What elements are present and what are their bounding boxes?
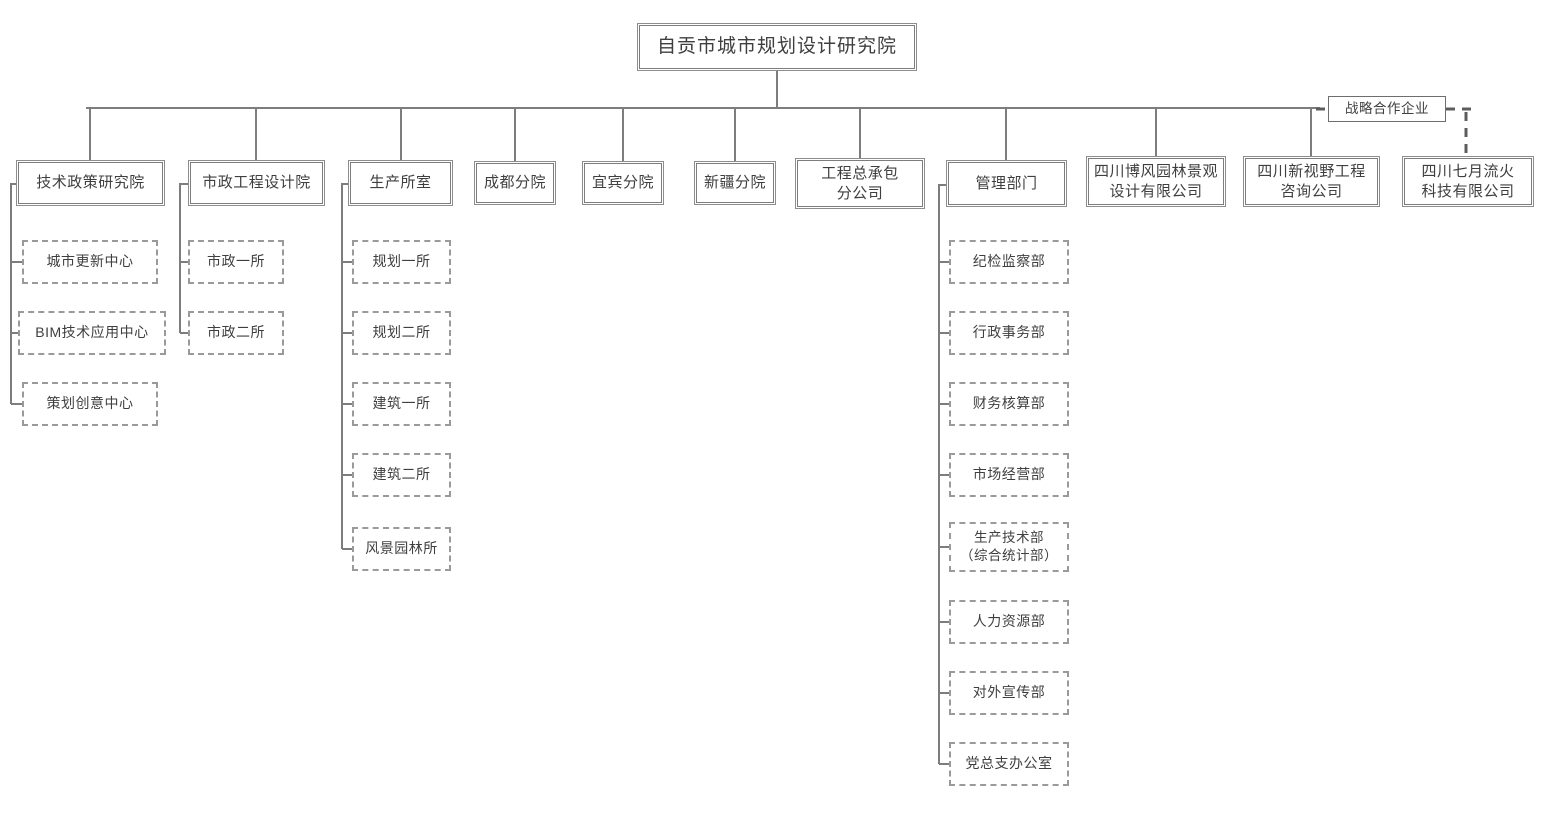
- level2-node-label: 行政事务部: [972, 324, 1046, 341]
- level1-node-label: 四川新视野工程 咨询公司: [1257, 163, 1366, 200]
- level1-node-chengdu[interactable]: 成都分院: [476, 163, 554, 203]
- level2-node-management-5[interactable]: 人力资源部: [949, 600, 1069, 644]
- level2-node-label: 规划一所: [372, 253, 431, 270]
- strategic-partner-label[interactable]: 战略合作企业: [1328, 96, 1446, 122]
- strategic-partner-label-text: 战略合作企业: [1345, 101, 1429, 117]
- level2-node-label: 风景园林所: [365, 540, 438, 557]
- level1-node-label: 技术政策研究院: [36, 174, 145, 192]
- level1-node-label: 工程总承包 分公司: [821, 165, 899, 202]
- level1-node-label: 宜宾分院: [591, 174, 654, 192]
- level1-node-epc[interactable]: 工程总承包 分公司: [797, 160, 923, 207]
- level1-node-label: 四川博风园林景观 设计有限公司: [1093, 163, 1218, 200]
- level2-node-label: 建筑一所: [372, 395, 431, 412]
- level1-node-bofeng[interactable]: 四川博风园林景观 设计有限公司: [1088, 158, 1224, 205]
- root-node-label: 自贡市城市规划设计研究院: [656, 35, 897, 57]
- spine-tech-policy: [10, 183, 18, 404]
- level2-node-label: 城市更新中心: [46, 253, 134, 270]
- level1-node-tech-policy[interactable]: 技术政策研究院: [18, 162, 163, 204]
- level2-node-label: 策划创意中心: [46, 395, 134, 412]
- level2-node-management-1[interactable]: 行政事务部: [949, 311, 1069, 355]
- level1-node-qiyueliuhuo[interactable]: 四川七月流火 科技有限公司: [1404, 158, 1532, 205]
- level2-node-management-4[interactable]: 生产技术部 （综合统计部）: [949, 522, 1069, 572]
- spine-production: [341, 183, 350, 549]
- level2-node-production-2[interactable]: 建筑一所: [352, 382, 451, 426]
- level2-node-tech-policy-1[interactable]: BIM技术应用中心: [18, 311, 166, 355]
- level1-node-label: 成都分院: [483, 174, 546, 192]
- level1-node-label: 管理部门: [975, 174, 1038, 192]
- level2-node-label: 市政二所: [207, 324, 265, 341]
- level2-node-tech-policy-0[interactable]: 城市更新中心: [22, 240, 158, 284]
- level1-node-municipal[interactable]: 市政工程设计院: [190, 162, 323, 204]
- level2-node-municipal-1[interactable]: 市政二所: [188, 311, 284, 355]
- level2-node-management-3[interactable]: 市场经营部: [949, 453, 1069, 497]
- level2-node-label: 市场经营部: [972, 466, 1046, 483]
- level1-node-yibin[interactable]: 宜宾分院: [584, 163, 662, 203]
- level2-node-label: 纪检监察部: [972, 253, 1046, 270]
- spine-management: [938, 184, 948, 764]
- level2-node-production-1[interactable]: 规划二所: [352, 311, 451, 355]
- level2-node-label: 市政一所: [207, 253, 265, 270]
- level1-node-label: 市政工程设计院: [202, 174, 311, 192]
- level2-node-management-2[interactable]: 财务核算部: [949, 382, 1069, 426]
- level2-node-label: 财务核算部: [972, 395, 1046, 412]
- level1-node-label: 新疆分院: [703, 174, 766, 192]
- level2-node-production-4[interactable]: 风景园林所: [352, 527, 451, 571]
- level1-node-label: 生产所室: [369, 174, 432, 192]
- level2-node-label: 规划二所: [372, 324, 431, 341]
- level1-node-label: 四川七月流火 科技有限公司: [1421, 163, 1515, 200]
- level2-node-production-0[interactable]: 规划一所: [352, 240, 451, 284]
- level2-node-label: 对外宣传部: [972, 684, 1046, 701]
- level2-node-management-0[interactable]: 纪检监察部: [949, 240, 1069, 284]
- level2-node-production-3[interactable]: 建筑二所: [352, 453, 451, 497]
- level2-node-label: 生产技术部 （综合统计部）: [960, 529, 1058, 563]
- level2-node-management-7[interactable]: 党总支办公室: [949, 742, 1069, 786]
- level1-node-production[interactable]: 生产所室: [350, 162, 451, 204]
- level1-node-xinjiang[interactable]: 新疆分院: [696, 163, 774, 203]
- level2-node-label: 党总支办公室: [965, 755, 1053, 772]
- level2-node-label: 建筑二所: [372, 466, 431, 483]
- level1-node-xinshiye[interactable]: 四川新视野工程 咨询公司: [1245, 158, 1378, 205]
- level1-node-management[interactable]: 管理部门: [948, 162, 1065, 205]
- level2-node-label: 人力资源部: [972, 613, 1046, 630]
- level2-node-tech-policy-2[interactable]: 策划创意中心: [22, 382, 158, 426]
- level2-node-municipal-0[interactable]: 市政一所: [188, 240, 284, 284]
- level2-node-label: BIM技术应用中心: [35, 324, 149, 341]
- root-node[interactable]: 自贡市城市规划设计研究院: [639, 25, 915, 69]
- level2-node-management-6[interactable]: 对外宣传部: [949, 671, 1069, 715]
